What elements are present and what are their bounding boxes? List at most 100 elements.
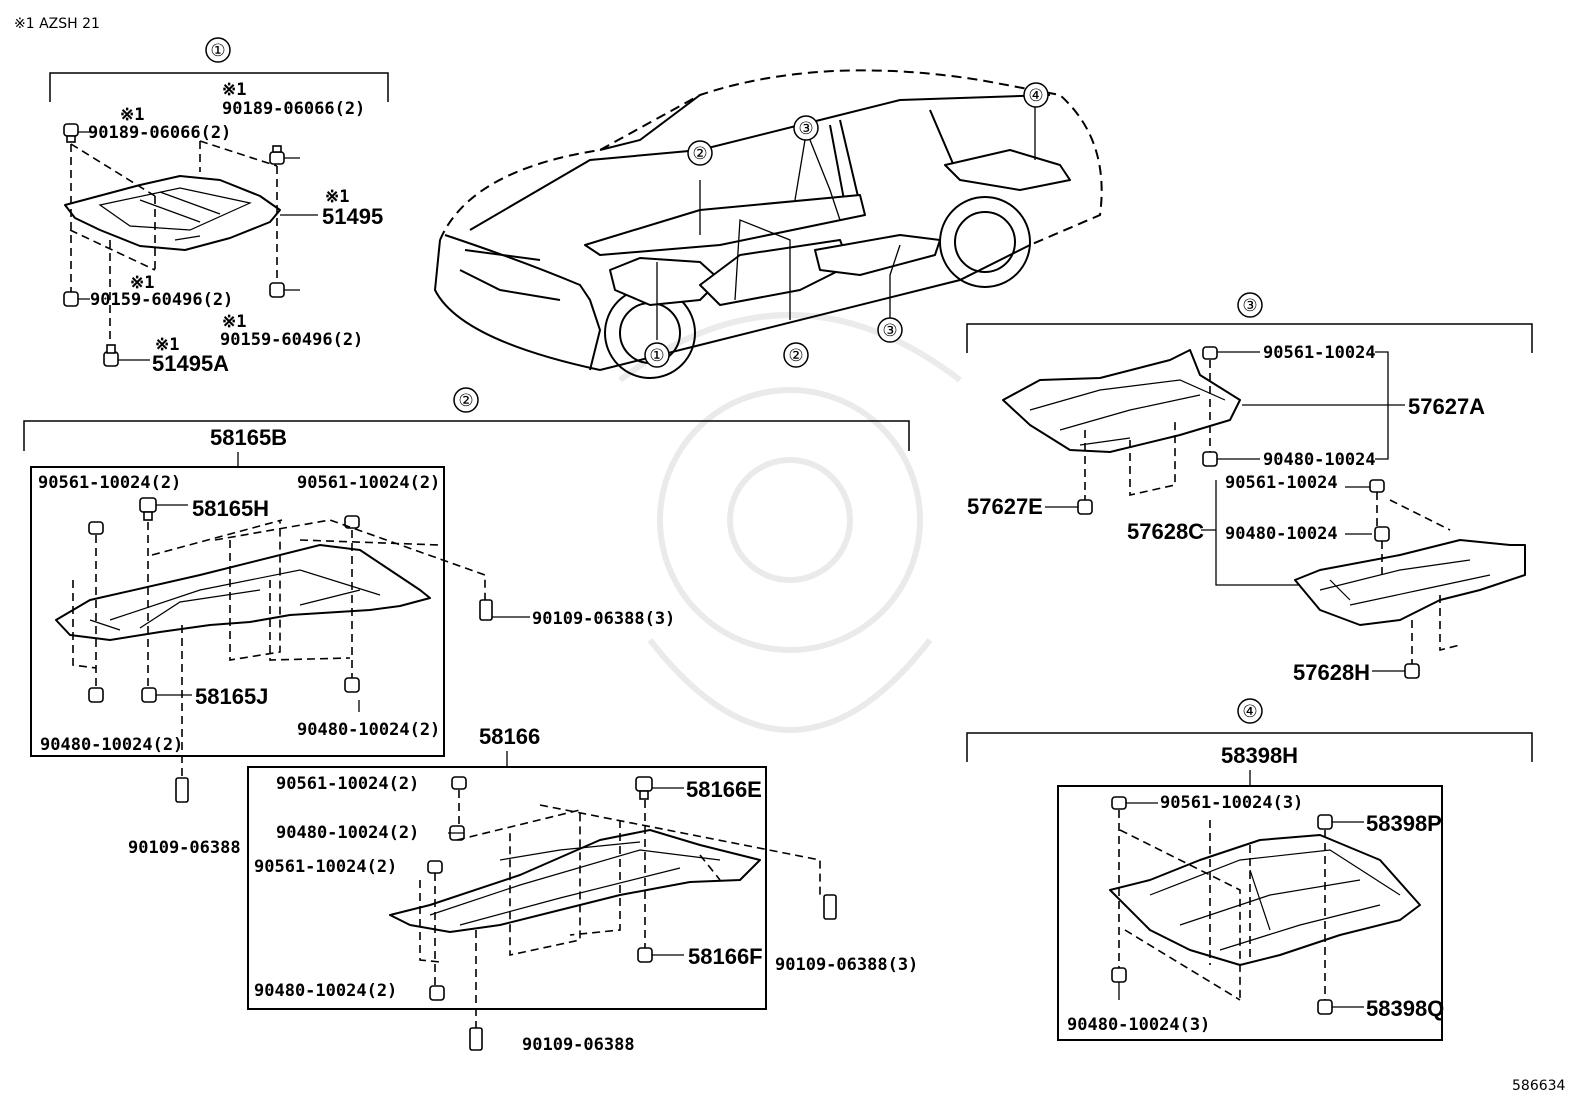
group-2: ② 58165B 90561-10024(2) 58165H 90561-100… (23, 387, 918, 1055)
fastener-57628H-icon[interactable] (1404, 663, 1420, 679)
marker-4-label: ④ (1242, 702, 1257, 722)
label-90109-d: 90109-06388 (522, 1035, 635, 1055)
fastener-58398Q-icon[interactable] (1317, 999, 1333, 1015)
bolt-90109-b-icon[interactable] (175, 777, 189, 803)
under-cover-57627A[interactable] (1002, 349, 1241, 453)
vehicle-overview: ① ② ② ③ ③ ④ (433, 69, 1103, 379)
fastener-58165J-icon[interactable] (141, 687, 157, 703)
label-58166F: 58166F (688, 944, 763, 969)
box-58398H (1057, 785, 1443, 1041)
car-panel-4[interactable] (944, 149, 1071, 191)
note-mark-c: ※1 (325, 187, 349, 207)
fastener-90561-d-icon[interactable] (427, 860, 443, 874)
label-57627A: 57627A (1408, 394, 1485, 419)
label-90189-top: 90189-06066(2) (222, 99, 365, 119)
rear-under-cover-58398H[interactable] (1109, 834, 1421, 966)
label-58398H: 58398H (1221, 743, 1298, 768)
label-58165J: 58165J (195, 684, 268, 709)
fastener-57627E-icon[interactable] (1077, 499, 1093, 515)
rear-wheel (939, 196, 1031, 288)
fastener-90480-g4-icon[interactable] (1111, 967, 1127, 983)
bolt-90109-a-icon[interactable] (479, 599, 493, 621)
fastener-90480-g3a-icon[interactable] (1202, 451, 1218, 467)
fastener-58165H-icon[interactable] (139, 497, 157, 521)
car-marker-3b: ③ (882, 321, 897, 341)
fastener-90561-a-icon[interactable] (88, 521, 104, 535)
car-marker-4-circle (1023, 82, 1049, 108)
fastener-90561-g4-icon[interactable] (1111, 796, 1127, 810)
car-marker-3b-circle (877, 317, 903, 343)
fastener-90480-g3b-icon[interactable] (1374, 526, 1390, 542)
marker-1-circle (205, 37, 231, 63)
marker-3-label: ③ (1242, 296, 1257, 316)
figure-number: 586634 (1512, 1078, 1566, 1094)
marker-2-label: ② (458, 391, 473, 411)
car-marker-2a-circle (687, 140, 713, 166)
label-58398P: 58398P (1366, 811, 1442, 836)
floor-cover-58166[interactable] (389, 829, 761, 933)
fastener-58398P-icon[interactable] (1317, 814, 1333, 830)
label-90561-g4: 90561-10024(3) (1160, 793, 1303, 813)
fastener-90561-g3a-icon[interactable] (1202, 346, 1218, 360)
label-58166E: 58166E (686, 777, 762, 802)
fastener-90480-d-icon[interactable] (429, 985, 445, 1001)
clip-90189-left-icon[interactable] (63, 123, 79, 143)
note-mark-a: ※1 (222, 80, 246, 100)
label-51495: 51495 (322, 204, 383, 229)
fastener-90561-g3b-icon[interactable] (1369, 479, 1385, 493)
label-90480-a: 90480-10024(2) (40, 735, 183, 755)
car-marker-3a: ③ (798, 119, 813, 139)
label-90561-b: 90561-10024(2) (297, 473, 440, 493)
fastener-90480-b-icon[interactable] (344, 677, 360, 693)
bolt-90109-c-icon[interactable] (823, 894, 837, 920)
label-90109-a: 90109-06388(3) (532, 609, 675, 629)
label-90480-g4: 90480-10024(3) (1067, 1015, 1210, 1035)
label-58166: 58166 (479, 724, 540, 749)
label-57627E: 57627E (967, 494, 1043, 519)
label-58165B: 58165B (210, 425, 287, 450)
car-panel-3[interactable] (814, 234, 941, 276)
label-51495A: 51495A (152, 351, 229, 376)
marker-3-circle (1237, 292, 1263, 318)
bolt-90109-d-icon[interactable] (469, 1027, 483, 1051)
marker-2-circle (453, 387, 479, 413)
box-58166 (247, 766, 767, 1010)
label-90189-left: 90189-06066(2) (88, 123, 231, 143)
car-marker-2b-circle (783, 342, 809, 368)
label-90480-d: 90480-10024(2) (254, 981, 397, 1001)
label-90480-b: 90480-10024(2) (297, 720, 440, 740)
fastener-90561-b-icon[interactable] (344, 515, 360, 529)
marker-1-label: ① (210, 41, 225, 61)
car-marker-1-circle (644, 342, 670, 368)
screw-90159-left-icon[interactable] (63, 291, 79, 307)
screw-90159-right-icon[interactable] (269, 282, 285, 298)
clip-90189-right-icon[interactable] (269, 145, 285, 165)
group-3-bracket (966, 323, 1533, 353)
under-cover-57628C[interactable] (1294, 539, 1526, 626)
car-marker-4: ④ (1028, 86, 1043, 106)
label-90159-left: 90159-60496(2) (90, 290, 233, 310)
group-3: ③ 90561-10024 57627A 90480-10024 57627E … (966, 292, 1533, 685)
group-4: ④ 58398H 90561-10024(3) 58398P 90480-100… (966, 698, 1533, 1041)
label-58165H: 58165H (192, 496, 269, 521)
engine-under-cover-51495[interactable] (64, 175, 281, 251)
fastener-58166F-icon[interactable] (637, 947, 653, 963)
label-90109-c: 90109-06388(3) (775, 955, 918, 975)
bolt-51495A-icon[interactable] (103, 344, 119, 367)
label-90561-g3a: 90561-10024 (1263, 343, 1376, 363)
fastener-90561-c-icon[interactable] (451, 776, 467, 790)
fastener-90480-a-icon[interactable] (88, 687, 104, 703)
label-90480-g3a: 90480-10024 (1263, 450, 1376, 470)
group-4-bracket (966, 732, 1533, 762)
car-marker-3a-circle (793, 115, 819, 141)
watermark-emblem (618, 312, 962, 733)
header-note: ※1 AZSH 21 (14, 16, 100, 32)
label-90561-a: 90561-10024(2) (38, 473, 181, 493)
car-marker-2a: ② (692, 144, 707, 164)
group-1: ① ※1 90189-06066(2) ※1 90189-06066(2) ※1 (49, 37, 389, 376)
fastener-58166E-icon[interactable] (635, 776, 653, 800)
label-90561-g3b: 90561-10024 (1225, 473, 1338, 493)
note-mark-f: ※1 (155, 335, 179, 355)
car-marker-2b: ② (788, 346, 803, 366)
